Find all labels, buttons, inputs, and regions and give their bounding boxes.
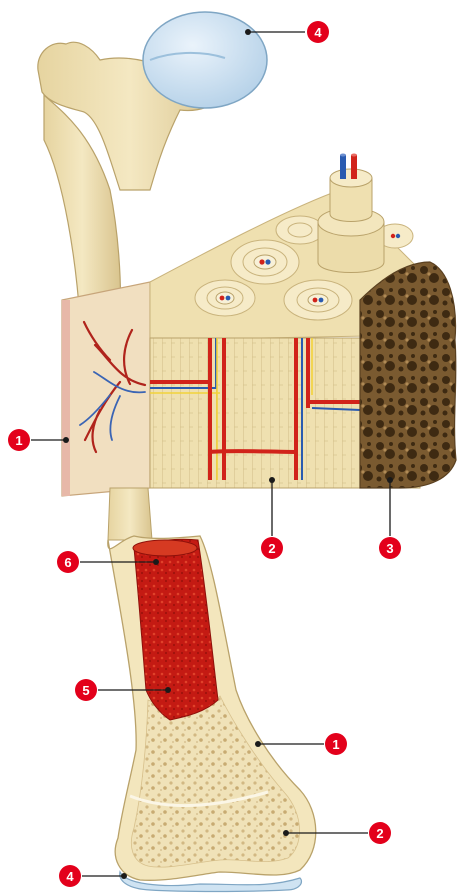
callout-label: 4: [314, 25, 322, 40]
callout-label: 5: [82, 683, 89, 698]
callout-label: 4: [66, 869, 74, 884]
periosteum-slab: [62, 282, 150, 496]
callout-label: 6: [64, 555, 71, 570]
callout-label: 3: [386, 541, 393, 556]
osteon-cylinder: [318, 154, 384, 273]
femoral-head: [143, 12, 267, 108]
callout-label: 2: [376, 826, 383, 841]
trabecular-bone: [131, 696, 299, 867]
callout-3-mid: 3: [379, 477, 401, 559]
callout-4-bottom: 4: [59, 865, 127, 887]
bone-cross-section: [62, 154, 456, 497]
callout-label: 1: [15, 433, 22, 448]
callout-2-mid: 2: [261, 477, 283, 559]
callout-label: 2: [268, 541, 275, 556]
callout-label: 1: [332, 737, 339, 752]
callout-1-left: 1: [8, 429, 69, 451]
spongy-bone-block: [360, 262, 456, 488]
lower-shaft: [108, 488, 152, 540]
